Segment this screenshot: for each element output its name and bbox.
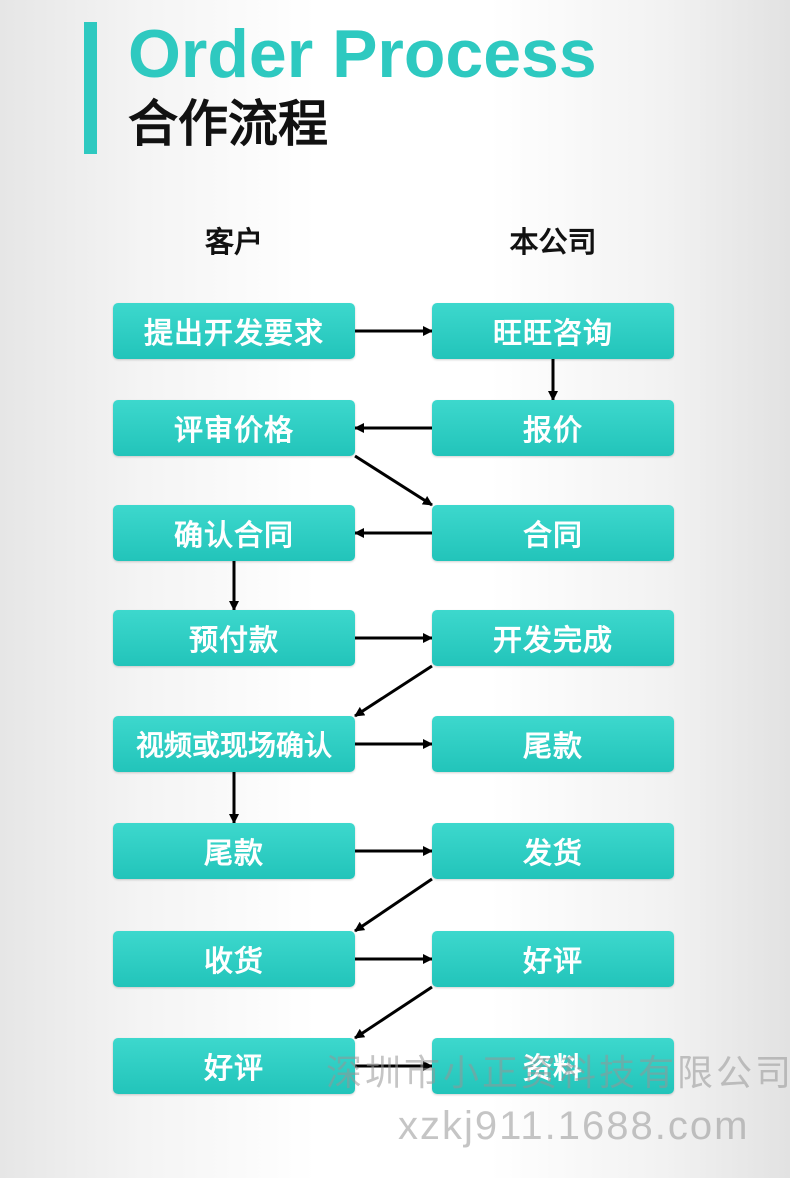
company-step-s8: 资料	[432, 1038, 674, 1094]
page-title-chinese: 合作流程	[128, 95, 328, 153]
customer-step-c2: 评审价格	[113, 400, 355, 456]
customer-step-c3: 确认合同	[113, 505, 355, 561]
customer-step-c4: 预付款	[113, 610, 355, 666]
arrow-s7-to-c8	[354, 985, 433, 1040]
column-header-customer: 客户	[204, 225, 263, 259]
company-step-s4: 开发完成	[432, 610, 674, 666]
company-step-s1: 旺旺咨询	[432, 303, 674, 359]
company-step-s2: 报价	[432, 400, 674, 456]
column-header-company: 本公司	[509, 225, 597, 259]
customer-step-c5: 视频或现场确认	[113, 716, 355, 772]
customer-step-c1: 提出开发要求	[113, 303, 355, 359]
customer-step-c6: 尾款	[113, 823, 355, 879]
arrow-c2-to-s3	[354, 454, 433, 507]
arrow-s6-to-c7	[354, 877, 433, 933]
customer-step-c8: 好评	[113, 1038, 355, 1094]
company-step-s5: 尾款	[432, 716, 674, 772]
company-step-s7: 好评	[432, 931, 674, 987]
company-step-s3: 合同	[432, 505, 674, 561]
customer-step-c7: 收货	[113, 931, 355, 987]
page-title-english: Order Process	[128, 16, 597, 92]
flow-arrows	[229, 326, 558, 1071]
arrow-s4-to-c5	[354, 664, 433, 718]
title-accent-bar	[84, 22, 97, 154]
company-step-s6: 发货	[432, 823, 674, 879]
